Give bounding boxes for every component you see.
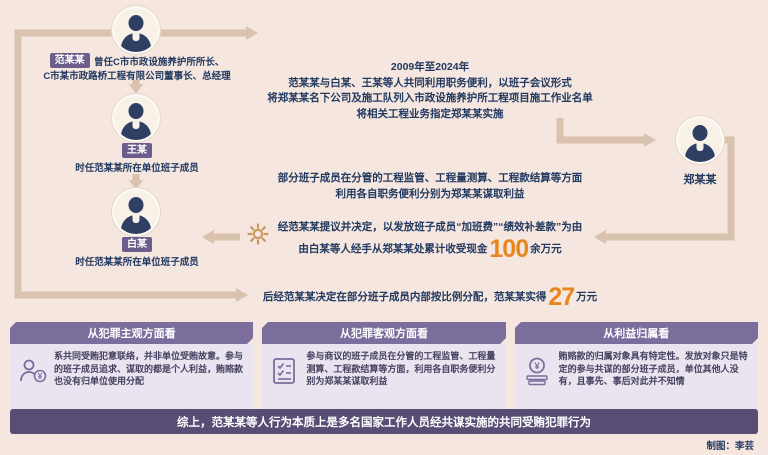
checklist-icon	[273, 358, 296, 384]
analysis-panel: 从犯罪主观方面看 ¥ 系共同受贿犯意联络，并非单位受贿故意。参与的班子成员追求、…	[10, 322, 759, 414]
flow-line: 利用各自职务便利分别为郑某某谋取利益	[335, 187, 525, 200]
flow-line: 将郑某某名下公司及施工队列入市政设施养护所工程项目施工作业名单	[267, 92, 593, 104]
person-desc-fan-2: C市某市政路桥工程有限公司董事长、总经理	[43, 71, 231, 82]
avatar-shoulders	[121, 33, 151, 52]
conclusion-banner: 综上，范某某等人行为本质上是多名国家工作人员经共谋实施的共同受贿犯罪行为	[10, 409, 758, 434]
person-name-zheng: 郑某某	[683, 174, 717, 186]
flow-block-duties: 部分班子成员在分管的工程监管、工程量测算、工程款结算等方面 利用各自职务便利分别…	[230, 171, 630, 202]
avatar-collar	[132, 215, 140, 223]
analysis-body-subjective: ¥ 系共同受贿犯意联络，并非单位受贿故意。参与的班子成员追求、谋取的都是个人利益…	[10, 344, 254, 414]
avatar-bai	[114, 190, 158, 234]
amount-27: 27	[548, 283, 575, 312]
amount-100: 100	[489, 234, 529, 263]
person-label-wang: 王某 时任范某某所在单位班子成员	[8, 142, 266, 176]
amount-pre-text: 由白某等人经手从郑某某处累计收受现金	[298, 242, 488, 255]
analysis-box-subjective: 从犯罪主观方面看 ¥ 系共同受贿犯意联络，并非单位受贿故意。参与的班子成员追求、…	[10, 322, 254, 414]
analysis-text-objective: 参与商议的班子成员在分管的工程监管、工程量测算、工程款结算等方面，利用各自职务便…	[306, 351, 496, 386]
person-name-chip-bai: 白某	[122, 237, 152, 253]
avatar-head	[692, 125, 708, 141]
flow-line: 部分班子成员在分管的工程监管、工程量测算、工程款结算等方面	[277, 172, 583, 184]
person-name-chip-fan: 范某某	[49, 53, 90, 69]
flow-line: 2009年至2024年	[390, 61, 470, 73]
svg-text:¥: ¥	[534, 361, 540, 372]
avatar-head	[128, 197, 144, 213]
avatar-shoulders	[121, 215, 151, 234]
avatar-collar	[132, 121, 140, 129]
analysis-header-objective: 从犯罪客观方面看	[262, 322, 506, 344]
analysis-text-subjective: 系共同受贿犯意联络，并非单位受贿故意。参与的班子成员追求、谋取的都是个人利益，贿…	[54, 351, 244, 386]
avatar-fan	[114, 8, 158, 52]
person-label-bai: 白某 时任范某某所在单位班子成员	[8, 236, 266, 270]
avatar-shoulders	[121, 121, 151, 140]
analysis-header-subjective: 从犯罪主观方面看	[10, 322, 254, 344]
analysis-header-benefit: 从利益归属看	[514, 322, 759, 344]
person-name-chip-wang: 王某	[122, 143, 152, 159]
gear-icon	[246, 222, 270, 251]
share-pre-text: 后经范某某决定在部分班子成员内部按比例分配，范某某实得	[262, 291, 547, 303]
analysis-box-objective: 从犯罪客观方面看 参与商议的班子成员在分管的工程监管、工程量测算、工程款结算等方…	[262, 322, 506, 414]
avatar-zheng	[678, 118, 722, 162]
avatar-shoulders	[685, 143, 715, 162]
flow-block-bribe: 经范某某提议并决定，以发放班子成员“加班费”“绩效补差款”为由 由白某等人经手从…	[215, 220, 645, 262]
flow-line: 将相关工程业务指定郑某某实施	[356, 107, 504, 120]
avatar-head	[128, 103, 144, 119]
amount-post-text: 余万元	[530, 242, 562, 255]
analysis-text-benefit: 贿赂款的归属对象具有特定性。发放对象只是特定的参与共谋的部分班子成员，单位其他人…	[558, 351, 748, 386]
person-label-zheng: 郑某某	[660, 170, 740, 188]
analysis-body-benefit: ¥ 贿赂款的归属对象具有特定性。发放对象只是特定的参与共谋的部分班子成员，单位其…	[514, 344, 758, 414]
person-label-fan: 范某某 曾任C市市政设施养护所所长、 C市某市政路桥工程有限公司董事长、总经理	[8, 52, 266, 84]
money-icon: ¥	[525, 357, 548, 386]
flow-line: 范某某与白某、王某等人共同利用职务便利，以班子会议形式	[288, 76, 572, 89]
avatar-collar	[696, 143, 704, 151]
svg-text:¥: ¥	[38, 372, 43, 381]
flow-line: 经范某某提议并决定，以发放班子成员“加班费”“绩效补差款”为由	[277, 221, 583, 233]
analysis-box-benefit: 从利益归属看 ¥ 贿赂款的归属对象具有特定性。发放对象只是特定的参与共谋的部分班…	[514, 322, 759, 414]
person-bribe-icon: ¥	[20, 359, 47, 383]
share-post-text: 万元	[576, 291, 598, 303]
person-desc-fan-1: 曾任C市市政设施养护所所长、	[94, 57, 225, 68]
person-desc-wang: 时任范某某所在单位班子成员	[75, 163, 199, 174]
person-desc-bai: 时任范某某所在单位班子成员	[75, 257, 199, 268]
avatar-collar	[132, 33, 140, 41]
analysis-body-objective: 参与商议的班子成员在分管的工程监管、工程量测算、工程款结算等方面，利用各自职务便…	[262, 344, 506, 414]
avatar-wang	[114, 96, 158, 140]
flow-block-scheme: 2009年至2024年 范某某与白某、王某等人共同利用职务便利，以班子会议形式 …	[230, 60, 630, 122]
credit-text: 制图：李芸	[706, 441, 754, 452]
avatar-head	[128, 15, 144, 31]
